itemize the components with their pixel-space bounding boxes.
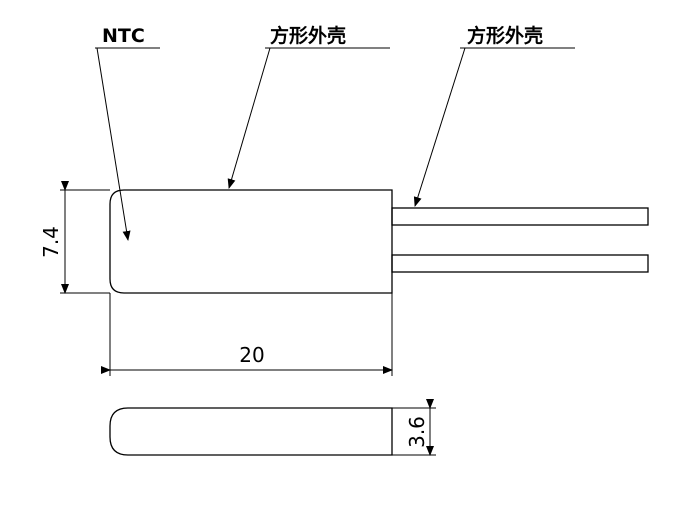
ntc-leader-line xyxy=(96,47,131,241)
lead-wire-1 xyxy=(391,207,649,226)
housing-body-label: 方形外壳 xyxy=(270,24,346,47)
length-dimension-text: 20 xyxy=(239,343,264,367)
housing-body-leader-line xyxy=(227,47,271,189)
ntc-label: NTC xyxy=(102,25,145,47)
thickness-dimension-text: 3.6 xyxy=(405,416,429,448)
sensor-body-top-view xyxy=(109,189,393,294)
housing-leads-leader-line xyxy=(413,47,466,207)
lead-wire-2 xyxy=(391,254,649,273)
height-dimension-text: 7.4 xyxy=(39,226,63,258)
sensor-body-side-view xyxy=(109,407,393,456)
housing-leads-label: 方形外壳 xyxy=(467,24,543,47)
